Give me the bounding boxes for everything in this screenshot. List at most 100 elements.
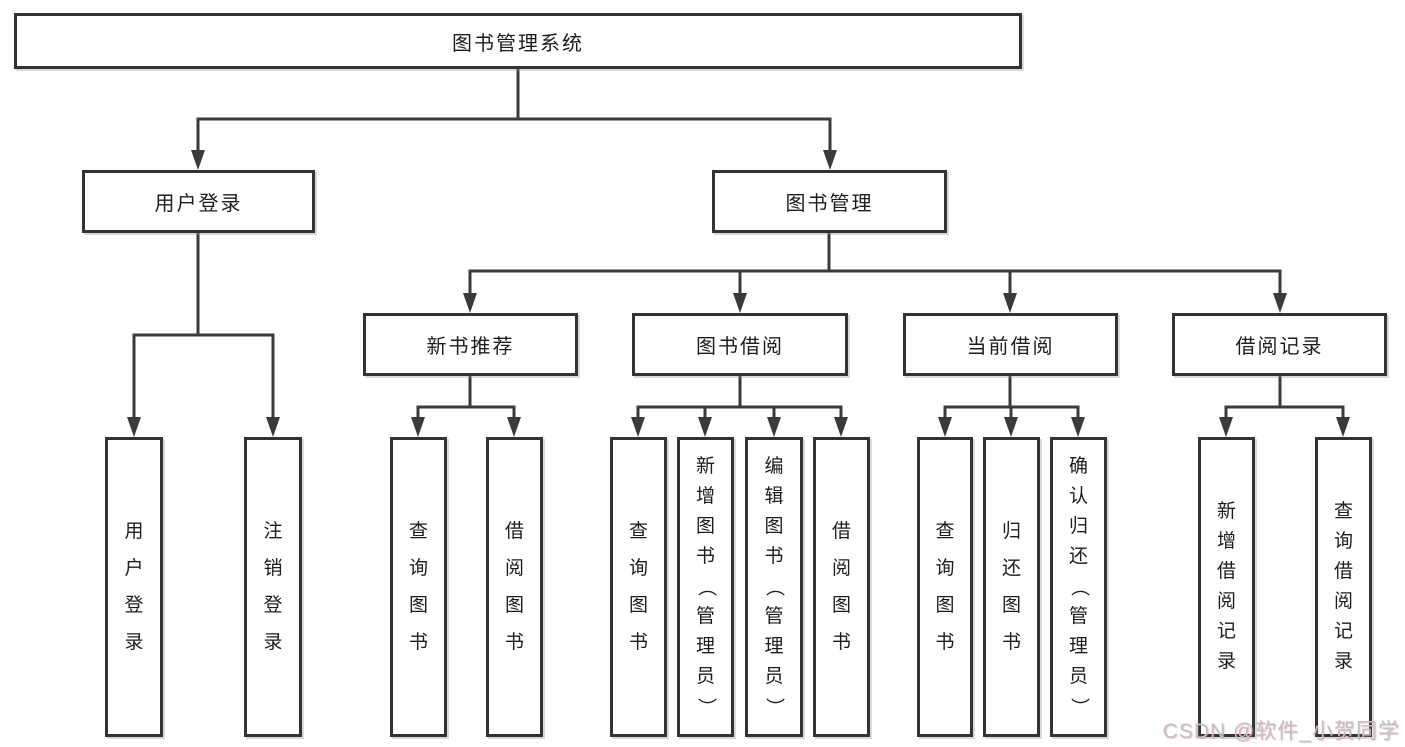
node-leaf-query-book-a: 查询图书 [390, 437, 447, 737]
node-label: 当前借阅 [966, 336, 1055, 358]
node-label-glyph: 新 [695, 456, 715, 477]
node-label-glyph: 图 [831, 595, 851, 616]
arrowhead-icon [191, 150, 205, 170]
node-label-glyph: 认 [1068, 486, 1088, 507]
node-label-glyph: 借 [1216, 561, 1236, 582]
node-leaf-logout: 注销登录 [244, 437, 302, 737]
arrowhead-icon [266, 417, 280, 437]
node-label-glyph: 理 [764, 636, 784, 657]
node-leaf-query-book-c: 查询图书 [917, 437, 973, 737]
arrowhead-icon [733, 293, 747, 313]
node-label-glyph: 辑 [764, 486, 784, 507]
node-label-glyph: 图 [1001, 595, 1021, 616]
node-label-glyph: 书 [695, 546, 715, 567]
arrowhead-icon [631, 417, 645, 437]
node-leaf-borrow-book-a: 借阅图书 [486, 437, 543, 737]
node-label-glyph: 注 [263, 521, 283, 542]
arrowhead-icon [767, 417, 781, 437]
node-label-glyph: 图 [408, 595, 428, 616]
arrowhead-icon [698, 417, 712, 437]
node-leaf-return-book: 归还图书 [983, 437, 1040, 737]
node-label-glyph: 还 [1068, 546, 1088, 567]
node-book-management: 图书管理 [712, 170, 947, 233]
node-label-glyph: 管 [695, 606, 715, 627]
node-label-glyph: 借 [504, 521, 524, 542]
node-label-glyph: 编 [764, 456, 784, 477]
node-label-glyph: 登 [263, 595, 283, 616]
node-label-glyph: 员 [764, 666, 784, 687]
node-label-glyph: （ [763, 577, 785, 597]
node-label: 图书借阅 [696, 336, 784, 358]
node-label-glyph: 户 [124, 558, 144, 579]
node-label-glyph: 图 [504, 595, 524, 616]
node-label-glyph: 记 [1216, 621, 1236, 642]
arrowhead-icon [1219, 417, 1233, 437]
arrowhead-icon [1071, 417, 1085, 437]
node-label-glyph: 理 [1068, 636, 1088, 657]
node-label-glyph: 录 [124, 632, 144, 653]
node-label-glyph: 录 [1333, 651, 1353, 672]
node-leaf-edit-book-admin: 编辑图书（管理员） [745, 437, 803, 737]
arrowhead-icon [1003, 293, 1017, 313]
node-borrowing-records: 借阅记录 [1172, 313, 1387, 376]
node-label-glyph: 录 [263, 632, 283, 653]
node-leaf-query-book-b: 查询图书 [610, 437, 667, 737]
node-label-glyph: 图 [695, 516, 715, 537]
arrowhead-icon [1004, 417, 1018, 437]
node-label-glyph: 书 [628, 632, 648, 653]
arrowhead-icon [127, 417, 141, 437]
node-leaf-query-borrow-record: 查询借阅记录 [1315, 437, 1372, 737]
arrowhead-icon [823, 150, 837, 170]
node-label-glyph: 阅 [1333, 591, 1353, 612]
node-user-login: 用户登录 [82, 170, 315, 233]
node-label: 图书管理 [785, 193, 874, 215]
node-label-glyph: 阅 [1216, 591, 1236, 612]
arrowhead-icon [411, 417, 425, 437]
node-label: 新书推荐 [426, 336, 515, 358]
node-label-glyph: 登 [124, 595, 144, 616]
node-label-glyph: 增 [1216, 531, 1236, 552]
node-label-glyph: 员 [695, 666, 715, 687]
node-label-glyph: 增 [695, 486, 715, 507]
node-label-glyph: 理 [695, 636, 715, 657]
node-label-glyph: 询 [1333, 531, 1353, 552]
node-new-book-recommend: 新书推荐 [363, 313, 578, 376]
node-leaf-user-login: 用户登录 [105, 437, 163, 737]
node-leaf-add-borrow-record: 新增借阅记录 [1198, 437, 1255, 737]
node-label-glyph: 查 [935, 521, 955, 542]
node-label-glyph: 询 [935, 558, 955, 579]
watermark: CSDN @软件_小贺同学 [1162, 720, 1400, 743]
node-leaf-confirm-return-admin: 确认归还（管理员） [1050, 437, 1107, 737]
arrowhead-icon [1273, 293, 1287, 313]
node-leaf-add-book-admin: 新增图书（管理员） [677, 437, 734, 737]
node-label-glyph: 借 [1333, 561, 1353, 582]
node-label-glyph: 管 [764, 606, 784, 627]
node-label-glyph: 借 [831, 521, 851, 542]
node-label-glyph: 书 [408, 632, 428, 653]
node-label-glyph: ） [1068, 697, 1090, 717]
node-label-glyph: 查 [408, 521, 428, 542]
node-label-glyph: 阅 [831, 558, 851, 579]
node-label-glyph: 图 [628, 595, 648, 616]
node-label-glyph: 书 [1001, 632, 1021, 653]
node-label-glyph: 查 [628, 521, 648, 542]
node-label-glyph: 书 [935, 632, 955, 653]
arrowhead-icon [463, 293, 477, 313]
node-label-glyph: （ [695, 577, 717, 597]
node-label-glyph: 询 [628, 558, 648, 579]
node-label-glyph: 员 [1068, 666, 1088, 687]
node-label-glyph: 归 [1001, 521, 1021, 542]
arrowhead-icon [1336, 417, 1350, 437]
node-label-glyph: 询 [408, 558, 428, 579]
node-label-glyph: 图 [764, 516, 784, 537]
arrowhead-icon [507, 417, 521, 437]
node-label-glyph: 查 [1333, 501, 1353, 522]
node-label-glyph: 新 [1216, 501, 1236, 522]
node-label-glyph: 销 [263, 558, 283, 579]
node-root: 图书管理系统 [14, 13, 1022, 69]
node-label-glyph: 还 [1001, 558, 1021, 579]
node-label-glyph: 书 [504, 632, 524, 653]
node-label: 用户登录 [154, 193, 243, 215]
node-current-borrowing: 当前借阅 [903, 313, 1118, 376]
